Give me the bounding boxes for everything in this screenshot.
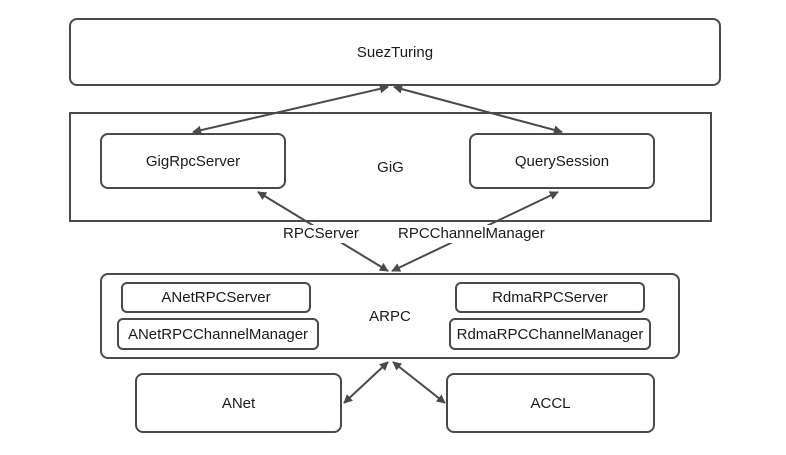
gig-rpc-server-box: GigRpcServer bbox=[100, 133, 286, 189]
rpc-server-edge-label: RPCServer bbox=[283, 225, 359, 243]
accl-box: ACCL bbox=[446, 373, 655, 433]
rdma-rpc-server-box: RdmaRPCServer bbox=[455, 282, 645, 313]
gig-rpc-server-label: GigRpcServer bbox=[145, 152, 241, 170]
rdma-rpc-channel-manager-box: RdmaRPCChannelManager bbox=[449, 318, 651, 350]
anet-rpc-channel-manager-label: ANetRPCChannelManager bbox=[127, 325, 309, 343]
anet-rpc-channel-manager-box: ANetRPCChannelManager bbox=[117, 318, 319, 350]
suez-turing-label: SuezTuring bbox=[356, 43, 434, 61]
rpc-channel-manager-edge-label: RPCChannelManager bbox=[398, 225, 545, 243]
suez-turing-box: SuezTuring bbox=[69, 18, 721, 86]
arpc-label: ARPC bbox=[369, 307, 411, 325]
anet-rpc-server-box: ANetRPCServer bbox=[121, 282, 311, 313]
anet-rpc-server-label: ANetRPCServer bbox=[161, 289, 271, 306]
anet-label: ANet bbox=[221, 394, 256, 412]
query-session-label: QuerySession bbox=[514, 152, 610, 170]
query-session-box: QuerySession bbox=[469, 133, 655, 189]
rdma-rpc-server-label: RdmaRPCServer bbox=[492, 289, 608, 306]
arrow-arpc-anet bbox=[343, 361, 389, 404]
rdma-rpc-channel-manager-label: RdmaRPCChannelManager bbox=[456, 325, 644, 343]
arrow-arpc-accl bbox=[392, 361, 446, 404]
gig-label: GiG bbox=[377, 158, 404, 176]
accl-label: ACCL bbox=[530, 394, 571, 412]
anet-box: ANet bbox=[135, 373, 342, 433]
